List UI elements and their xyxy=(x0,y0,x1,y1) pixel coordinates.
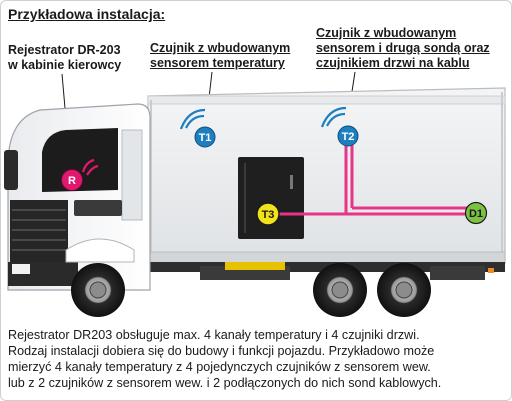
recorder-label: Rejestrator DR-203 w kabinie kierowcy xyxy=(8,43,121,73)
cargo-box xyxy=(147,87,506,265)
rear-wheel-1 xyxy=(313,263,367,317)
sensor2-label-line3: czujnikiem drzwi na kablu xyxy=(316,56,470,70)
sensor2-label: Czujnik z wbudowanym sensorem i drugą so… xyxy=(316,26,490,71)
cab-step xyxy=(74,200,122,216)
chassis xyxy=(110,262,505,272)
truck-cab xyxy=(4,103,151,291)
rear-guard xyxy=(430,266,485,280)
wireless-signal-icon xyxy=(81,158,95,173)
badge-recorder-text: R xyxy=(68,175,76,187)
sensor-t2: T2 xyxy=(320,106,359,147)
headlight xyxy=(12,264,30,274)
sensor-cables xyxy=(276,140,470,216)
description-line3: mierzyć 4 kanały temperatury z 4 pojedyn… xyxy=(8,360,431,374)
side-mirror xyxy=(4,150,18,190)
front-wheel xyxy=(71,263,125,317)
cab-window xyxy=(42,128,118,192)
rear-wheel-2 xyxy=(377,263,431,317)
side-guard-stripe xyxy=(225,262,285,270)
badge-d1-text: D1 xyxy=(469,208,483,220)
probe-t3: T3 xyxy=(256,202,280,226)
diagram-title: Przykładowa instalacja: xyxy=(8,6,166,22)
description-line1: Rejestrator DR203 obsługuje max. 4 kanał… xyxy=(8,328,420,342)
description-line4: lub z 2 czujników z sensorem wew. i 2 po… xyxy=(8,376,442,390)
badge-t3-text: T3 xyxy=(262,209,275,221)
refrigeration-unit xyxy=(238,157,304,239)
sensor1-label: Czujnik z wbudowanym sensorem temperatur… xyxy=(150,41,290,71)
recorder-r: R xyxy=(61,158,99,191)
sensor2-label-line1: Czujnik z wbudowanym xyxy=(316,26,457,40)
sensor-t1: T1 xyxy=(179,108,216,148)
rear-marker-light xyxy=(488,268,494,273)
door-sensor-d1: D1 xyxy=(464,201,488,225)
wireless-signal-icon xyxy=(326,112,346,127)
sensor1-label-line1: Czujnik z wbudowanym xyxy=(150,41,291,55)
description-line2: Rodzaj instalacji dobiera się do budowy … xyxy=(8,344,435,358)
sensor2-label-line2: sensorem i drugą sondą oraz xyxy=(316,41,490,55)
badge-t2-text: T2 xyxy=(342,131,355,143)
badge-t1-text: T1 xyxy=(199,132,212,144)
truck-illustration: T1 T2 T3 D1 R xyxy=(4,71,506,317)
description-text: Rejestrator DR203 obsługuje max. 4 kanał… xyxy=(8,327,504,391)
recorder-label-line1: Rejestrator DR-203 xyxy=(8,43,121,57)
recorder-label-line2: w kabinie kierowcy xyxy=(8,58,122,72)
wireless-signal-icon xyxy=(185,114,205,129)
sensor1-label-line2: sensorem temperatury xyxy=(150,56,285,70)
